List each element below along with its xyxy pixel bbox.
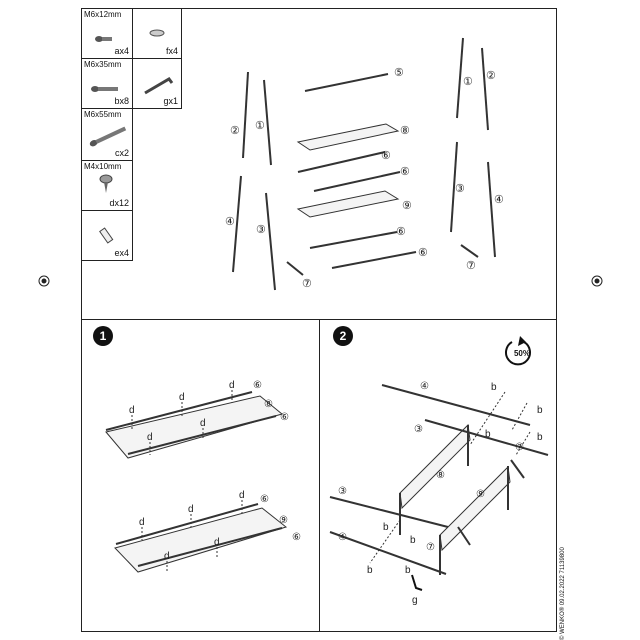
step-2-panel xyxy=(319,319,557,632)
label-7: ⑦ xyxy=(515,442,524,453)
label-4: ④ xyxy=(225,216,235,228)
label-6: ⑥ xyxy=(381,150,391,162)
rotate-icon xyxy=(505,336,531,366)
label-9: ⑨ xyxy=(279,515,288,526)
label-1: ① xyxy=(255,120,265,132)
part-qty: dx12 xyxy=(109,198,129,208)
label-8: ⑧ xyxy=(436,470,445,481)
label-9: ⑨ xyxy=(476,489,485,500)
part-size: M6x55mm xyxy=(84,110,122,119)
label-2: ② xyxy=(230,125,240,137)
screw-icon xyxy=(91,86,118,92)
screw-letter-d: d xyxy=(129,405,135,416)
part-qty: bx8 xyxy=(114,96,129,106)
label-1: ① xyxy=(463,76,473,88)
label-4: ④ xyxy=(494,194,504,206)
screw-icon xyxy=(95,36,112,42)
label-3: ③ xyxy=(256,224,266,236)
screw-letter-d: d xyxy=(179,392,185,403)
screw-letter-d: d xyxy=(164,551,170,562)
parts-cell-e: ex4 xyxy=(81,210,133,261)
part-qty: cx2 xyxy=(114,148,129,158)
screw-letter-b: b xyxy=(367,565,373,576)
label-6: ⑥ xyxy=(280,412,289,423)
washer-icon xyxy=(149,29,165,37)
label-6: ⑥ xyxy=(400,166,410,178)
screw-letter-b: b xyxy=(537,405,543,416)
part-size: M6x12mm xyxy=(84,10,122,19)
label-6: ⑥ xyxy=(396,226,406,238)
label-6: ⑥ xyxy=(260,494,269,505)
tool-letter-g: g xyxy=(412,595,418,606)
registration-mark-icon xyxy=(591,275,603,287)
parts-cell-d: M4x10mm dx12 xyxy=(81,160,133,211)
label-3: ③ xyxy=(414,424,423,435)
parts-cell-f: fx4 xyxy=(132,8,182,59)
label-8: ⑧ xyxy=(400,125,410,137)
screw-letter-d: d xyxy=(200,418,206,429)
step-number: 1 xyxy=(100,329,107,343)
screw-letter-b: b xyxy=(485,429,491,440)
screw-letter-d: d xyxy=(147,432,153,443)
label-3: ③ xyxy=(338,486,347,497)
floor-cap-icon xyxy=(99,227,114,244)
part-qty: ex4 xyxy=(114,248,129,258)
label-7: ⑦ xyxy=(426,542,435,553)
exploded-parts-drawing: ② ① ④ ③ ⑤ ⑧ ⑥ ⑥ ⑨ ⑥ ⑥ ⑦ ① ② ③ ④ ⑦ xyxy=(225,37,504,291)
screw-letter-b: b xyxy=(491,382,497,393)
copyright-footer: © WENKO® 09.02.2022 71139800 xyxy=(560,547,566,640)
screw-letter-b: b xyxy=(383,522,389,533)
part-qty: ax4 xyxy=(114,46,129,56)
rotate-badge: 50% xyxy=(514,349,530,358)
screw-letter-b: b xyxy=(410,535,416,546)
part-qty: fx4 xyxy=(165,46,178,56)
label-3: ③ xyxy=(455,183,465,195)
parts-cell-g: gx1 xyxy=(132,58,182,109)
part-size: M4x10mm xyxy=(84,162,122,171)
screw-letter-b: b xyxy=(537,432,543,443)
screw-letter-d: d xyxy=(239,490,245,501)
screw-letter-d: d xyxy=(139,517,145,528)
label-5: ⑤ xyxy=(394,67,404,79)
part-size: M6x35mm xyxy=(84,60,122,69)
label-6: ⑥ xyxy=(418,247,428,259)
parts-cell-b: M6x35mm bx8 xyxy=(81,58,133,109)
parts-cell-c: M6x55mm cx2 xyxy=(81,108,133,161)
screw-letter-d: d xyxy=(214,537,220,548)
screw-letter-d: d xyxy=(188,504,194,515)
label-8: ⑧ xyxy=(264,399,273,410)
label-9: ⑨ xyxy=(402,200,412,212)
label-6: ⑥ xyxy=(292,532,301,543)
allen-key-icon xyxy=(411,574,423,591)
screw-letter-d: d xyxy=(229,380,235,391)
label-7: ⑦ xyxy=(466,260,476,272)
label-6: ⑥ xyxy=(253,380,262,391)
part-qty: gx1 xyxy=(163,96,178,106)
long-screw-icon xyxy=(89,126,127,147)
allen-key-icon xyxy=(144,77,174,95)
screw-letter-b: b xyxy=(405,565,411,576)
wood-screw-icon xyxy=(99,174,113,193)
label-4: ④ xyxy=(338,532,347,543)
label-2: ② xyxy=(486,70,496,82)
label-7: ⑦ xyxy=(302,278,312,290)
registration-mark-icon xyxy=(38,275,50,287)
label-4: ④ xyxy=(420,381,429,392)
step-number: 2 xyxy=(340,329,347,343)
